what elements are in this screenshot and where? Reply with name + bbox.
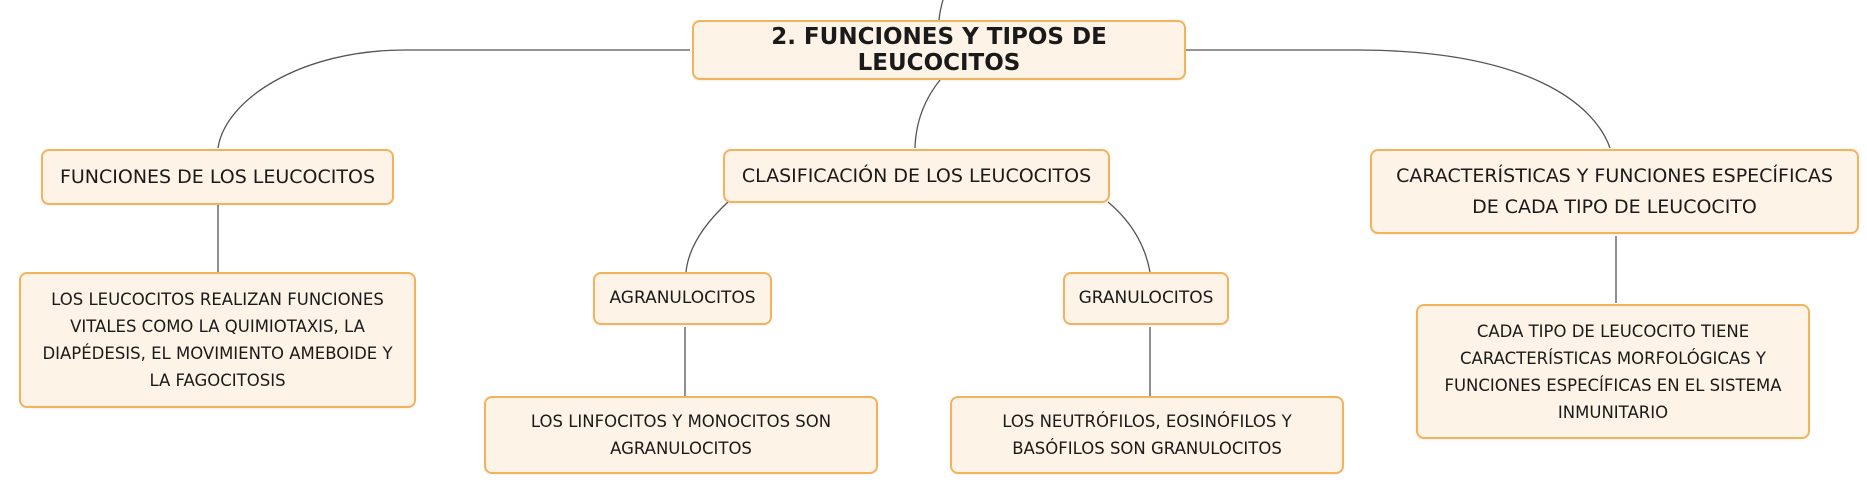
granulocitos-detail-node[interactable]: LOS NEUTRÓFILOS, EOSINÓFILOS Y BASÓFILOS…	[950, 396, 1344, 474]
caracteristicas-label: CARACTERÍSTICAS Y FUNCIONES ESPECÍFICAS …	[1396, 164, 1833, 218]
root-topic-label: 2. FUNCIONES Y TIPOS DE LEUCOCITOS	[771, 24, 1107, 76]
connector-from-parent	[938, 0, 944, 21]
agranulocitos-node[interactable]: AGRANULOCITOS	[593, 272, 772, 325]
caracteristicas-node[interactable]: CARACTERÍSTICAS Y FUNCIONES ESPECÍFICAS …	[1370, 149, 1859, 234]
clasificacion-label: CLASIFICACIÓN DE LOS LEUCOCITOS	[741, 164, 1092, 187]
funciones-node[interactable]: FUNCIONES DE LOS LEUCOCITOS	[41, 149, 394, 205]
caracteristicas-detail-text: CADA TIPO DE LEUCOCITO TIENE CARACTERÍST…	[1444, 321, 1782, 422]
funciones-label: FUNCIONES DE LOS LEUCOCITOS	[59, 165, 376, 188]
agranulocitos-detail-text: LOS LINFOCITOS Y MONOCITOS SON AGRANULOC…	[530, 412, 832, 458]
caracteristicas-detail-node[interactable]: CADA TIPO DE LEUCOCITO TIENE CARACTERÍST…	[1416, 304, 1810, 439]
funciones-detail-node[interactable]: LOS LEUCOCITOS REALIZAN FUNCIONES VITALE…	[19, 272, 416, 408]
connector-root-caracteristicas	[1186, 49, 1611, 149]
connector-root-clasificacion	[914, 79, 941, 149]
agranulocitos-detail-node[interactable]: LOS LINFOCITOS Y MONOCITOS SON AGRANULOC…	[484, 396, 878, 474]
agranulocitos-label: AGRANULOCITOS	[609, 288, 756, 308]
granulocitos-node[interactable]: GRANULOCITOS	[1063, 272, 1229, 325]
granulocitos-label: GRANULOCITOS	[1078, 288, 1214, 308]
connector-root-funciones	[217, 49, 690, 149]
funciones-detail-text: LOS LEUCOCITOS REALIZAN FUNCIONES VITALE…	[42, 290, 393, 390]
clasificacion-node[interactable]: CLASIFICACIÓN DE LOS LEUCOCITOS	[723, 149, 1110, 203]
root-topic-node[interactable]: 2. FUNCIONES Y TIPOS DE LEUCOCITOS	[692, 20, 1186, 80]
connector-clasificacion-granulocitos	[1107, 201, 1151, 273]
connector-clasificacion-agranulocitos	[685, 201, 729, 273]
granulocitos-detail-text: LOS NEUTRÓFILOS, EOSINÓFILOS Y BASÓFILOS…	[1002, 412, 1292, 458]
